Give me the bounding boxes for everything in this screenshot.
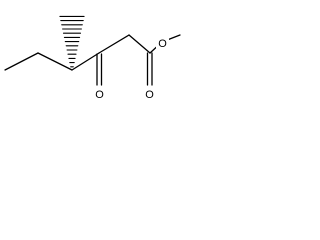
ester-carbonyl-oxygen-label: O: [145, 89, 154, 101]
ester-bridge-oxygen-label: O: [158, 38, 167, 50]
hashed-wedge-bond: [59, 15, 85, 68]
ketone-oxygen-label-bg: [93, 86, 106, 100]
chemical-structure-diagram: O O O: [4, 15, 181, 101]
bond-ethyl-to-stereocenter: [37, 52, 73, 71]
bond-ketone-carbon-to-methylene: [98, 34, 130, 54]
bond-ethyl-terminal: [4, 52, 39, 71]
bond-stereocenter-to-ketone-carbon: [71, 52, 100, 71]
ester-bridge-oxygen-label-bg: [156, 35, 169, 49]
ester-carbonyl-oxygen-label-bg: [143, 86, 156, 100]
ketone-oxygen-label: O: [95, 89, 104, 101]
bond-methylene-to-ester-carbon: [128, 34, 151, 54]
